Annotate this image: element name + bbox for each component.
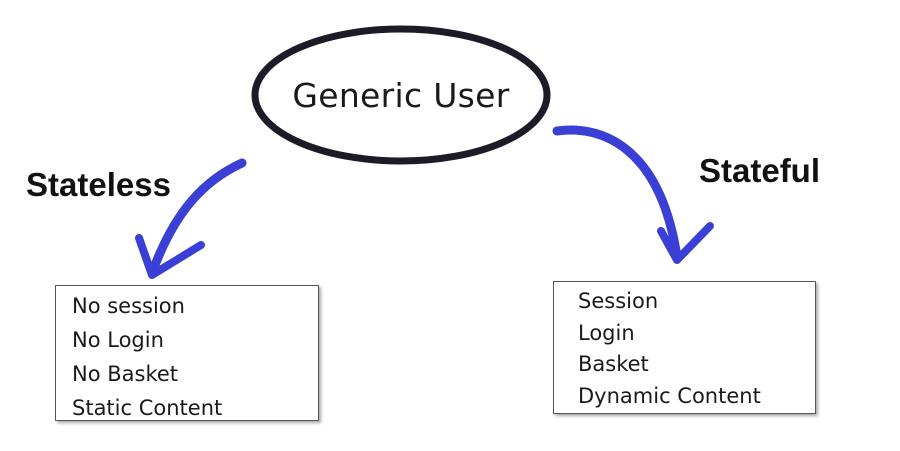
stateful-feature-item: Login (578, 320, 635, 345)
arrow-to-stateless-shaft (147, 158, 247, 278)
generic-user-label: Generic User (292, 75, 510, 115)
stateful-feature-item: Session (578, 289, 659, 313)
stateless-feature-item: No Login (72, 328, 164, 352)
stateless-feature-item: No session (72, 294, 185, 318)
stateless-feature-item: Static Content (72, 396, 223, 420)
stateful-features-list: Session Login Basket Dynamic Content (578, 286, 815, 412)
arrow-to-stateful-head (657, 222, 714, 264)
stateful-features-box: Session Login Basket Dynamic Content (553, 281, 816, 414)
generic-user-ellipse (251, 25, 551, 165)
arrow-to-stateless-head (135, 234, 205, 279)
arrow-to-stateless (135, 158, 247, 279)
stateless-features-list: No session No Login No Basket Static Con… (72, 289, 318, 425)
stateless-feature-item: No Basket (72, 362, 179, 386)
arrow-to-stateful-shaft (552, 125, 682, 262)
stateful-feature-item: Dynamic Content (578, 383, 761, 408)
stateful-label: Stateful (699, 152, 821, 189)
arrow-to-stateful (552, 125, 714, 264)
stateful-feature-item: Basket (578, 352, 649, 376)
stateless-label: Stateless (26, 166, 171, 203)
stateless-features-box: No session No Login No Basket Static Con… (55, 285, 319, 421)
